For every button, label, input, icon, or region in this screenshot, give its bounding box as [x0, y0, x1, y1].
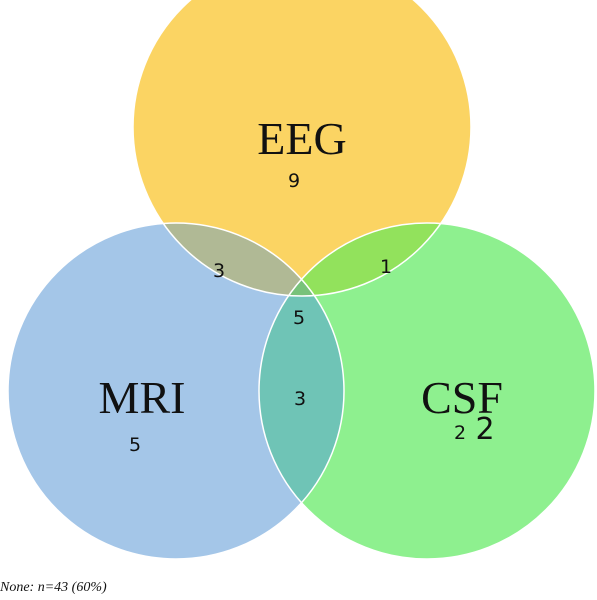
- eeg-csf-count: 1: [380, 256, 392, 278]
- venn-diagram: EEG MRI CSF 9 5 2 2 3 1 3 5: [7, 0, 596, 560]
- none-footnote: None: n=43 (60%): [0, 580, 107, 595]
- mri-csf-count: 3: [294, 388, 306, 410]
- eeg-only-count: 9: [288, 170, 300, 192]
- csf-outline: [258, 222, 596, 560]
- eeg-label: EEG: [257, 113, 346, 164]
- mri-circle: [8, 223, 344, 559]
- mri-only-count: 5: [129, 434, 141, 456]
- mri-outline: [7, 222, 345, 560]
- csf-circle: [259, 223, 595, 559]
- eeg-mri-count: 3: [213, 260, 225, 282]
- csf-only-count-large: 2: [475, 412, 494, 447]
- eeg-circle: [133, 0, 471, 296]
- all-three-count: 5: [293, 307, 305, 329]
- csf-only-count: 2: [454, 422, 466, 444]
- csf-label: CSF: [421, 372, 503, 423]
- mri-label: MRI: [99, 372, 186, 423]
- eeg-outline: [132, 0, 472, 297]
